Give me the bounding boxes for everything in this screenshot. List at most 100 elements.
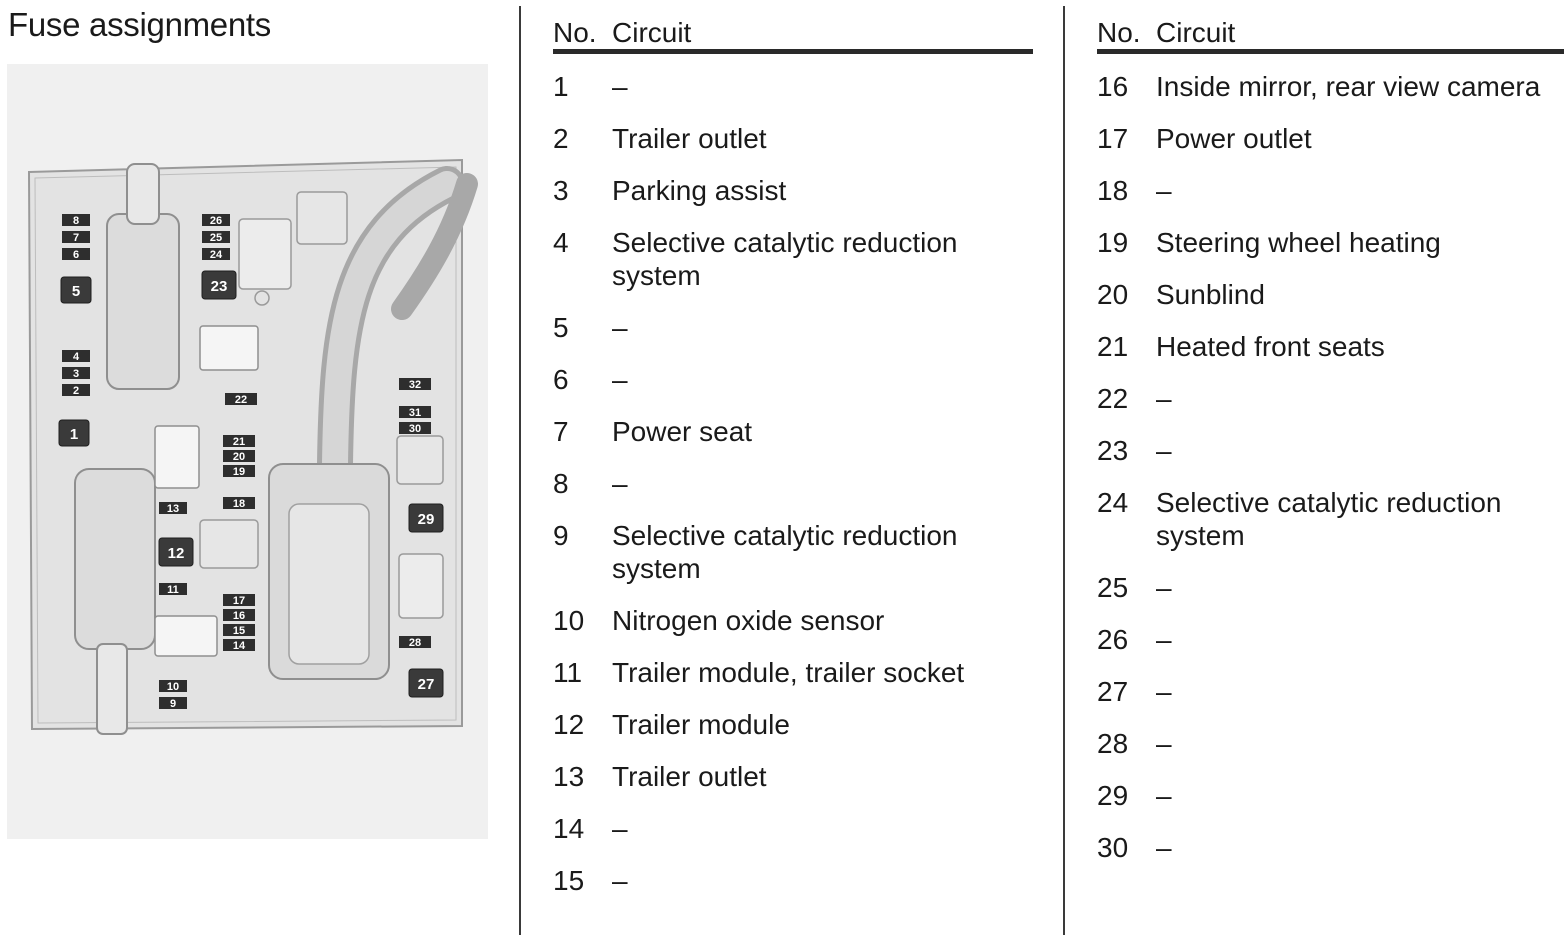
fuse-9: 9 — [159, 697, 187, 710]
fuse-number: 18 — [1097, 175, 1129, 206]
svg-text:21: 21 — [233, 436, 245, 448]
circuit-name: – — [1156, 572, 1172, 603]
fuse-number: 8 — [553, 468, 569, 499]
circuit-name: Nitrogen oxide sensor — [612, 605, 885, 636]
fuse-30: 30 — [399, 422, 431, 435]
table-header: No. Circuit — [1097, 14, 1564, 54]
circuit-name: – — [1156, 676, 1172, 707]
circuit-name: Inside mirror, rear view camera — [1156, 71, 1541, 102]
circuit-name: Steering wheel heating — [1156, 227, 1441, 258]
circuit-name: Heated front seats — [1156, 331, 1385, 362]
svg-text:28: 28 — [409, 637, 421, 649]
fuse-19: 19 — [223, 465, 255, 478]
circuit-name: – — [612, 364, 628, 395]
fuse-26: 26 — [202, 214, 230, 227]
table-row: 5– — [553, 311, 1033, 344]
svg-text:3: 3 — [73, 368, 79, 380]
svg-text:26: 26 — [210, 215, 222, 227]
svg-text:2: 2 — [73, 385, 79, 397]
circuit-name: – — [1156, 728, 1172, 759]
table-row: 22– — [1097, 382, 1564, 415]
fuse-number: 11 — [553, 657, 583, 688]
fuse-29: 29 — [408, 503, 444, 533]
header-circuit: Circuit — [1156, 17, 1236, 48]
fuse-21: 21 — [223, 435, 255, 448]
fuse-23: 23 — [201, 270, 237, 300]
circuit-name: Trailer module, trailer socket — [612, 657, 965, 688]
header-no: No. — [1097, 17, 1141, 48]
fuse-20: 20 — [223, 450, 255, 463]
fuse-number: 13 — [553, 761, 585, 792]
table-row: 19 Steering wheel heating — [1097, 226, 1564, 259]
fuse-6: 6 — [62, 248, 90, 261]
fuse-number: 25 — [1097, 572, 1129, 603]
fuse-number: 9 — [553, 520, 569, 551]
fuse-28: 28 — [399, 636, 431, 649]
table-row: 27– — [1097, 675, 1564, 708]
circuit-name: – — [1156, 175, 1172, 206]
fuse-4: 4 — [62, 350, 90, 363]
svg-text:6: 6 — [73, 249, 79, 261]
circuit-name: – — [612, 468, 628, 499]
fuse-16: 16 — [223, 609, 255, 622]
fuse-number: 21 — [1097, 331, 1129, 362]
fuse-number: 22 — [1097, 383, 1129, 414]
circuit-name: Power seat — [612, 416, 753, 447]
fuse-number: 4 — [553, 227, 569, 258]
svg-text:1: 1 — [70, 426, 78, 443]
fuse-15: 15 — [223, 624, 255, 637]
fuse-number: 5 — [553, 312, 569, 343]
fuse-number: 1 — [553, 71, 569, 102]
table-row: 14– — [553, 812, 1033, 845]
fuse-box-diagram: 1 5 12 23 27 29 2 3 4 6 7 8 9 10 11 13 1… — [7, 64, 488, 839]
svg-text:11: 11 — [167, 584, 179, 596]
svg-text:29: 29 — [418, 511, 435, 528]
svg-text:5: 5 — [72, 283, 80, 300]
table-row: 26– — [1097, 623, 1564, 656]
column-divider — [519, 6, 521, 935]
table-row: 11 Trailer module, trailer socket — [553, 656, 1033, 689]
svg-text:10: 10 — [167, 681, 179, 693]
circuit-name: Selective catalytic reduction system — [1156, 487, 1502, 551]
svg-text:16: 16 — [233, 610, 245, 622]
svg-text:17: 17 — [233, 595, 245, 607]
fuse-2: 2 — [62, 384, 90, 397]
fuse-number: 19 — [1097, 227, 1129, 258]
fuse-number: 28 — [1097, 728, 1129, 759]
fuse-24: 24 — [202, 248, 230, 261]
fuse-number: 29 — [1097, 780, 1129, 811]
svg-text:8: 8 — [73, 215, 79, 227]
fuse-number: 16 — [1097, 71, 1129, 102]
svg-text:14: 14 — [233, 640, 246, 652]
fuse-number: 14 — [553, 813, 585, 844]
table-row: 15– — [553, 864, 1033, 897]
table-row: 25– — [1097, 571, 1564, 604]
fuse-number: 12 — [553, 709, 585, 740]
circuit-name: – — [612, 71, 628, 102]
fuse-31: 31 — [399, 406, 431, 419]
circuit-name: – — [612, 813, 628, 844]
circuit-name: Trailer outlet — [612, 761, 767, 792]
table-row: 13 Trailer outlet — [553, 760, 1033, 793]
svg-text:13: 13 — [167, 503, 179, 515]
table-row: 23– — [1097, 434, 1564, 467]
fuse-22: 22 — [225, 393, 257, 406]
circuit-name: Power outlet — [1156, 123, 1312, 154]
fuse-13: 13 — [159, 502, 187, 515]
fuse-1: 1 — [58, 419, 90, 447]
svg-text:32: 32 — [409, 379, 421, 391]
fuse-17: 17 — [223, 594, 255, 607]
circuit-name: – — [1156, 383, 1172, 414]
svg-text:31: 31 — [409, 407, 421, 419]
svg-text:27: 27 — [418, 676, 435, 693]
fuse-8: 8 — [62, 214, 90, 227]
svg-text:23: 23 — [211, 278, 228, 295]
